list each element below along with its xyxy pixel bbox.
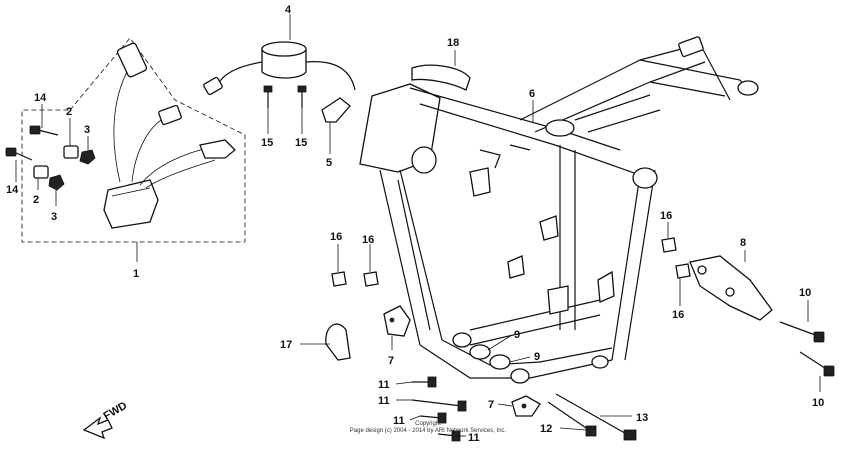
collar-2-upper[interactable] <box>63 145 79 159</box>
main-frame[interactable] <box>359 36 759 384</box>
copyright-line-2: Page design (c) 2004 - 2014 by ARI Netwo… <box>350 428 507 434</box>
callout-16-a: 16 <box>330 231 342 243</box>
callout-15-right: 15 <box>295 137 307 149</box>
fwd-indicator: FWD <box>82 400 130 440</box>
callout-10-upper: 10 <box>799 287 811 299</box>
nut-16-b[interactable] <box>363 271 379 287</box>
bolt-15-right[interactable] <box>297 85 307 108</box>
wire-clamp-18[interactable] <box>411 64 471 91</box>
callout-11-c: 11 <box>393 415 405 427</box>
bolt-11-b[interactable] <box>411 399 467 412</box>
bolt-15-left[interactable] <box>263 85 273 108</box>
leader-lines <box>15 14 821 437</box>
bolt-10-upper[interactable] <box>779 321 825 343</box>
copyright-notice: Copyright Page design (c) 2004 - 2014 by… <box>350 421 507 434</box>
nut-16-d[interactable] <box>675 263 691 279</box>
bolt-14-upper[interactable] <box>29 125 59 136</box>
callout-13: 13 <box>636 412 648 424</box>
collar-2-lower[interactable] <box>33 165 49 179</box>
callout-6: 6 <box>529 88 535 100</box>
callout-8: 8 <box>740 237 746 249</box>
engine-hanger-7-left[interactable] <box>383 305 411 337</box>
callout-12: 12 <box>540 423 552 435</box>
callout-1: 1 <box>133 268 139 280</box>
callout-3-upper: 3 <box>84 124 90 136</box>
callout-7-left: 7 <box>388 355 394 367</box>
bushing-9-upper[interactable] <box>469 344 491 360</box>
spark-plug-cap[interactable] <box>321 97 351 123</box>
callout-11-a: 11 <box>378 379 390 391</box>
copyright-line-1: Copyright <box>415 421 441 427</box>
callout-labels: 1 14 2 3 14 2 3 4 15 15 5 18 6 16 16 16 … <box>6 4 824 444</box>
nut-16-c[interactable] <box>661 237 677 253</box>
fwd-label: FWD <box>102 400 130 423</box>
callout-16-d: 16 <box>672 309 684 321</box>
callout-11-d: 11 <box>468 432 480 444</box>
rear-bracket-8[interactable] <box>689 255 773 321</box>
bolt-13[interactable] <box>555 393 637 441</box>
callout-15-left: 15 <box>261 137 273 149</box>
bolt-10-lower[interactable] <box>799 351 835 377</box>
callout-16-c: 16 <box>660 210 672 222</box>
nut-3-lower[interactable] <box>48 174 65 191</box>
callout-5: 5 <box>326 157 332 169</box>
callout-3-lower: 3 <box>51 211 57 223</box>
callout-18: 18 <box>447 37 459 49</box>
nut-16-a[interactable] <box>331 271 347 287</box>
callout-11-b: 11 <box>378 395 390 407</box>
callout-9-upper: 9 <box>514 329 520 341</box>
callout-17: 17 <box>280 339 292 351</box>
callout-10-lower: 10 <box>812 397 824 409</box>
callout-16-b: 16 <box>362 234 374 246</box>
bolt-11-c[interactable] <box>419 412 447 424</box>
callout-14-upper: 14 <box>34 92 47 104</box>
bolt-11-a[interactable] <box>412 376 437 388</box>
engine-hanger-7-lower[interactable] <box>511 395 541 417</box>
nut-3-upper[interactable] <box>79 149 96 165</box>
callout-7-lower: 7 <box>488 399 494 411</box>
callout-2-lower: 2 <box>33 194 39 206</box>
callout-9-lower: 9 <box>534 351 540 363</box>
bolt-14-lower[interactable] <box>5 147 33 161</box>
cable-clamp-17[interactable] <box>325 323 351 361</box>
cdi-unit[interactable] <box>103 42 236 229</box>
bushing-9-lower[interactable] <box>489 354 511 370</box>
callout-4: 4 <box>285 4 292 16</box>
fwd-arrow-icon <box>82 416 113 440</box>
ignition-coil[interactable] <box>203 41 356 96</box>
callout-14-lower: 14 <box>6 184 19 196</box>
bolt-12[interactable] <box>547 401 597 437</box>
callout-2-upper: 2 <box>66 106 72 118</box>
